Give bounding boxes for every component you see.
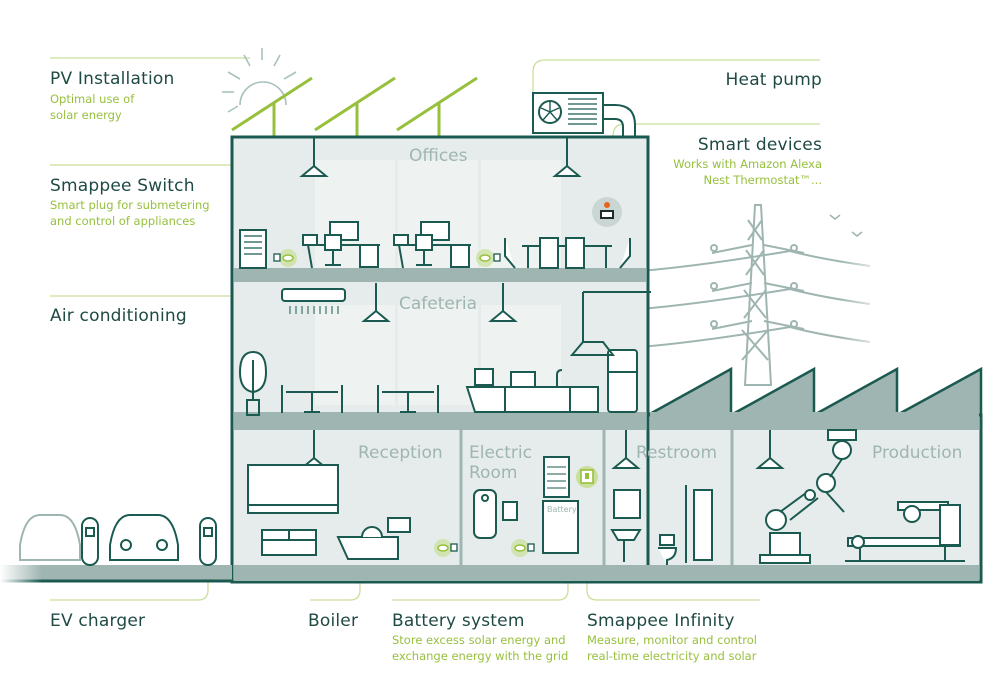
extractor-hood-icon <box>569 291 651 356</box>
pv-installation-title: PV Installation <box>50 69 175 89</box>
smappee-switch-title: Smappee Switch <box>50 176 195 196</box>
ev-charger-icon <box>81 517 99 566</box>
ev-charging-area <box>19 514 217 566</box>
battery-system-sub-1: Store excess solar energy and <box>392 633 566 647</box>
pv-installation-sub-2: solar energy <box>50 108 122 122</box>
callout-infinity <box>586 555 760 601</box>
smappee-infinity-sub-2: real-time electricity and solar <box>587 649 757 663</box>
room-label-production: Production <box>872 443 963 463</box>
callout-ev <box>50 565 209 601</box>
ceiling-lamps <box>299 138 785 469</box>
ev-charger-icon-2 <box>199 517 217 566</box>
callout-heat-pump <box>532 59 820 95</box>
smart-plugs <box>273 249 535 557</box>
air-conditioning-title: Air conditioning <box>50 306 187 326</box>
smart-devices-sub-2: Nest Thermostat™... <box>703 173 822 187</box>
boiler-icon <box>473 489 497 539</box>
smart-devices-title: Smart devices <box>697 135 822 155</box>
printer-icon <box>302 234 318 246</box>
ground-floor-furniture <box>247 429 965 565</box>
car-icon <box>109 514 179 561</box>
power-pylon-icon <box>639 204 871 386</box>
electric-panel-icon <box>543 456 570 498</box>
room-label-reception: Reception <box>358 443 443 463</box>
room-label-offices: Offices <box>409 146 468 166</box>
sofa-icon <box>261 529 317 556</box>
smappee-infinity-sub-1: Measure, monitor and control <box>587 633 757 647</box>
heat-pump-icon <box>532 92 636 138</box>
ev-charger-title: EV charger <box>50 611 146 631</box>
boiler-title: Boiler <box>308 611 359 631</box>
smart-devices-sub-1: Works with Amazon Alexa <box>673 157 822 171</box>
heat-pump-title: Heat pump <box>725 70 822 90</box>
room-label-cafeteria: Cafeteria <box>399 294 477 314</box>
pv-panels <box>231 76 478 137</box>
fridge-icon <box>607 349 638 413</box>
room-label-electric: Electric <box>469 443 532 463</box>
battery-device-label: Battery <box>547 505 577 514</box>
offices-furniture <box>239 221 631 269</box>
battery-icon <box>542 500 579 554</box>
pv-installation-sub-1: Optimal use of <box>50 92 135 106</box>
room-label-electric-room: Room <box>469 463 518 483</box>
smappee-infinity-title: Smappee Infinity <box>587 611 735 631</box>
battery-system-title: Battery system <box>392 611 525 631</box>
battery-system-sub-2: exchange energy with the grid <box>392 649 569 663</box>
smappee-switch-sub-2: and control of appliances <box>50 214 196 228</box>
thermostat-icon <box>592 197 622 227</box>
room-label-restroom: Restroom <box>636 443 718 463</box>
smappee-switch-sub-1: Smart plug for submetering <box>50 198 210 212</box>
smappee-infinity-icon <box>576 466 598 488</box>
reception-desk-icon <box>336 536 399 560</box>
cafeteria-furniture <box>238 288 651 416</box>
air-conditioner-icon <box>281 288 346 302</box>
callout-battery <box>392 555 569 601</box>
